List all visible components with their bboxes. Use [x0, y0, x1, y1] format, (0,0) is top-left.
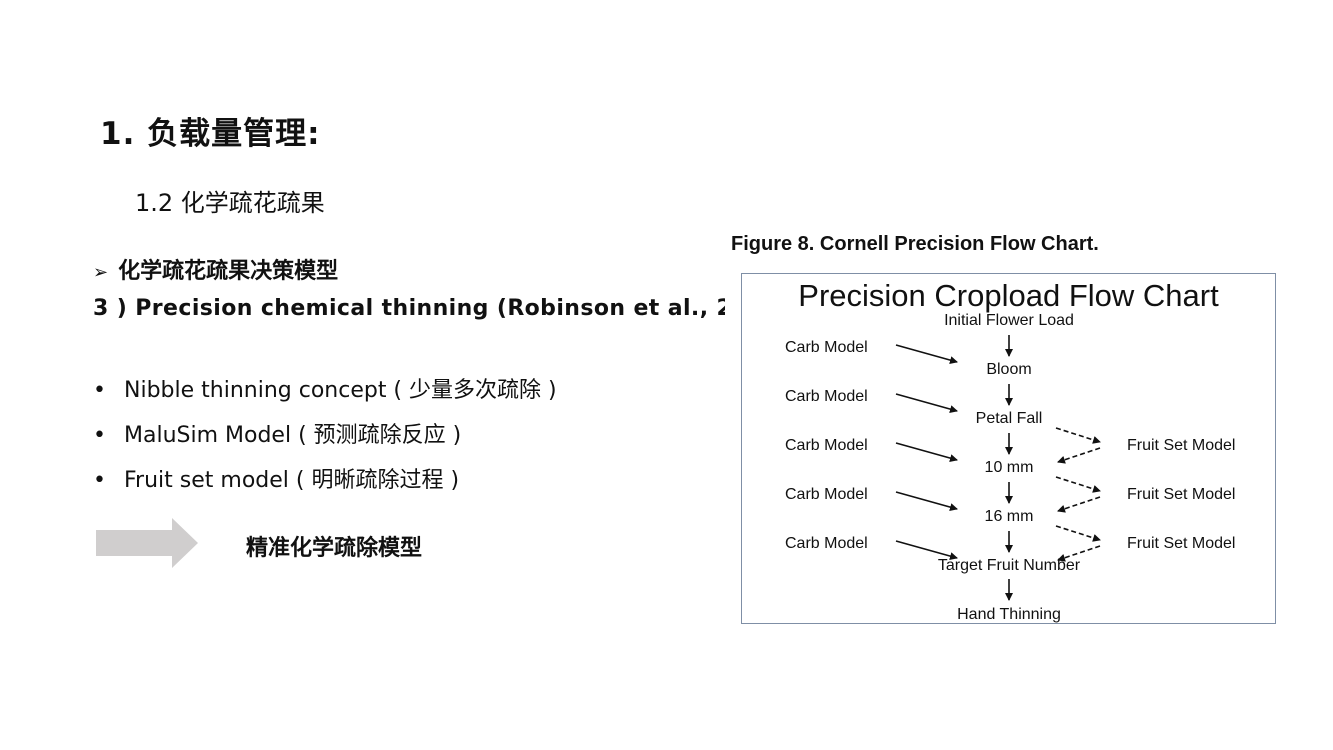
fruit-set-model-label: Fruit Set Model — [1127, 535, 1236, 552]
fruitset-dashed-arrow — [1057, 447, 1101, 464]
carb-arrow — [895, 491, 958, 511]
flow-chart-title: Precision Cropload Flow Chart — [798, 278, 1219, 313]
figure-caption: Figure 8. Cornell Precision Flow Chart. — [731, 233, 1099, 255]
carb-model-label: Carb Model — [785, 535, 868, 552]
bullet-dot-icon: • — [93, 468, 106, 493]
fruit-set-model-label: Fruit Set Model — [1127, 437, 1236, 454]
arrow-target-label: 精准化学疏除模型 — [246, 536, 423, 561]
slide-subtitle: 1.2 化学疏花疏果 — [135, 189, 325, 217]
stage-node: Bloom — [986, 361, 1032, 378]
arrowhead-bullet-icon: ➢ — [93, 262, 109, 283]
bullet-text: Fruit set model ( 明晰疏除过程 ) — [124, 468, 460, 493]
bullet-text: MaluSim Model ( 预测疏除反应 ) — [124, 423, 462, 448]
carb-arrow — [895, 442, 958, 462]
carb-arrow — [895, 344, 958, 364]
stage-node: Target Fruit Number — [937, 557, 1081, 574]
fruit-set-model-label: Fruit Set Model — [1127, 486, 1236, 503]
carb-model-label: Carb Model — [785, 437, 868, 454]
bullet-dot-icon: • — [93, 423, 106, 448]
reference-line: 3 ) Precision chemical thinning (Robinso… — [93, 296, 725, 321]
stage-node: Initial Flower Load — [944, 312, 1074, 329]
slide-title: 1. 负载量管理: — [100, 116, 321, 152]
fruitset-dashed-arrow — [1057, 545, 1101, 562]
fruitset-dashed-arrow — [1057, 496, 1101, 513]
section-heading-row: ➢ 化学疏花疏果决策模型 — [93, 253, 338, 285]
section-heading: 化学疏花疏果决策模型 — [118, 259, 339, 284]
bullet-item: • Nibble thinning concept ( 少量多次疏除 ) — [93, 372, 557, 404]
right-arrow-icon — [96, 518, 198, 568]
carb-arrow — [895, 393, 958, 413]
stage-node: 16 mm — [984, 508, 1034, 525]
stage-node: Petal Fall — [975, 410, 1043, 427]
flow-chart-arrows — [895, 335, 1101, 601]
carb-model-label: Carb Model — [785, 486, 868, 503]
fruitset-dashed-arrow — [1055, 427, 1101, 444]
carb-arrow — [895, 540, 958, 560]
stage-node: Hand Thinning — [957, 606, 1061, 623]
bullet-item: • Fruit set model ( 明晰疏除过程 ) — [93, 462, 459, 494]
carb-model-label: Carb Model — [785, 388, 868, 405]
fruitset-dashed-arrow — [1055, 476, 1101, 493]
bullet-item: • MaluSim Model ( 预测疏除反应 ) — [93, 417, 461, 449]
carb-model-label: Carb Model — [785, 339, 868, 356]
fruitset-dashed-arrow — [1055, 525, 1101, 542]
flow-chart-image: Precision Cropload Flow Chart Initial Fl… — [741, 273, 1276, 624]
bullet-text: Nibble thinning concept ( 少量多次疏除 ) — [124, 378, 557, 403]
bullet-dot-icon: • — [93, 378, 106, 403]
stage-node: 10 mm — [984, 459, 1034, 476]
